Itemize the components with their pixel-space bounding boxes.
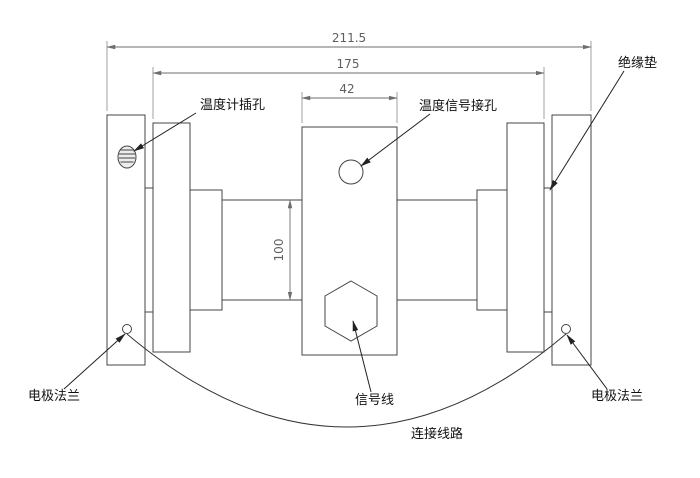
leader-signal-wire <box>352 320 372 393</box>
connection-wire-curve <box>126 333 567 428</box>
label-connection-circuit: 连接线路 <box>411 426 463 442</box>
label-thermometer-hole: 温度计插孔 <box>200 97 265 113</box>
leader-electrode-flange-left <box>63 333 126 390</box>
label-insulation-pad: 绝缘垫 <box>618 55 657 71</box>
leader-electrode-flange-right <box>566 334 608 390</box>
dim-overall-text: 211.5 <box>332 31 366 45</box>
callout-labels: 温度计插孔 温度信号接孔 绝缘垫 电极法兰 信号线 电极法兰 连接线路 <box>28 55 657 442</box>
left-flange-plate <box>152 122 191 353</box>
label-temperature-signal-hole: 温度信号接孔 <box>419 98 497 114</box>
right-flange-plate <box>506 122 545 353</box>
hex-nut <box>324 280 378 342</box>
right-hub <box>476 189 508 311</box>
label-electrode-flange-left: 电极法兰 <box>28 389 80 404</box>
leader-insulation-pad <box>549 70 625 191</box>
leader-thermometer-hole <box>133 112 197 152</box>
label-electrode-flange-right: 电极法兰 <box>591 389 643 404</box>
right-bolt-hole <box>561 324 571 334</box>
dim-shaft-height-text: 100 <box>272 239 286 262</box>
temperature-signal-hole <box>338 159 364 185</box>
right-insulation-gasket <box>543 187 553 313</box>
thermometer-socket <box>117 145 137 169</box>
assembly-geometry <box>106 114 592 428</box>
right-shaft <box>396 199 478 301</box>
left-hub <box>189 189 223 311</box>
left-insulation-gasket <box>144 187 154 313</box>
left-bolt-hole <box>122 324 132 334</box>
dimensions: 211.5 175 42 100 <box>106 31 592 301</box>
dim-body-width-text: 42 <box>339 82 354 96</box>
dim-flange-span-text: 175 <box>337 57 360 71</box>
leader-temperature-signal-hole <box>360 113 431 167</box>
right-electrode-flange <box>551 114 592 366</box>
leader-lines <box>63 70 625 393</box>
label-signal-wire: 信号线 <box>355 393 394 408</box>
